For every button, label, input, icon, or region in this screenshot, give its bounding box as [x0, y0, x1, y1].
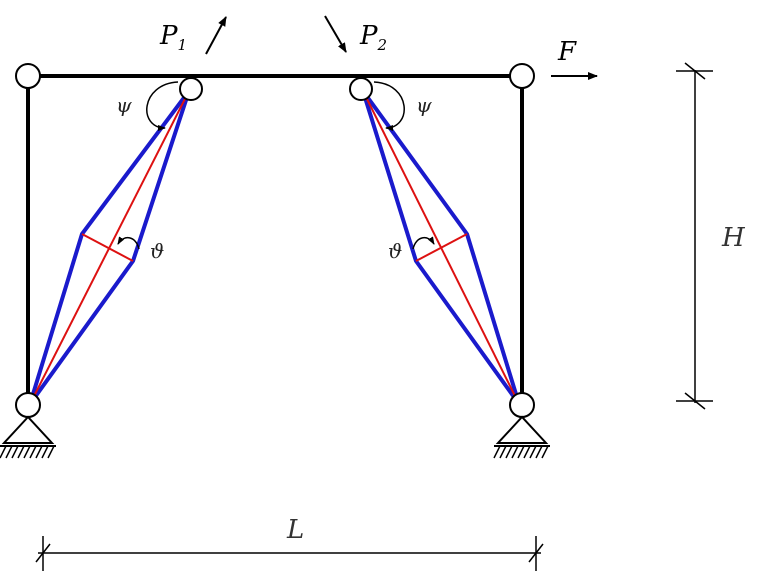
left-theta-label: ϑ	[150, 239, 164, 263]
f-label: F	[557, 37, 577, 67]
right-psi-label: ψ	[416, 93, 432, 117]
hinge-beam-left	[179, 77, 203, 101]
right-psi-arc	[373, 81, 405, 131]
left-pinned-support	[0, 415, 56, 459]
right-rhombus-member	[361, 89, 521, 406]
left-support-triangle	[1, 415, 55, 444]
hinge-beam-right	[349, 77, 373, 101]
p2-subscript: 2	[377, 36, 388, 54]
right-theta-label: ϑ	[388, 239, 402, 263]
p1-arrow	[205, 16, 227, 55]
right-short-diagonal	[415, 233, 468, 262]
left-ground-hatch	[0, 445, 55, 459]
left-psi-label: ψ	[116, 93, 132, 117]
right-pinned-support	[493, 415, 550, 459]
dimension-l	[35, 536, 544, 571]
right-ground-hatch	[493, 445, 549, 459]
hinge-top-right	[509, 63, 535, 89]
left-theta-arc	[117, 236, 140, 250]
left-rhombus-member	[28, 89, 191, 406]
dimension-h	[676, 62, 713, 410]
p2-label: P2	[359, 21, 387, 54]
right-support-triangle	[495, 415, 549, 444]
left-short-diagonal	[81, 233, 134, 262]
hinge-base-left	[15, 392, 41, 418]
left-psi-arc	[146, 81, 179, 131]
hinge-base-right	[509, 392, 535, 418]
p2-arrow	[324, 15, 347, 53]
hinge-top-left	[15, 63, 41, 89]
l-label: L	[286, 515, 304, 545]
right-theta-arc	[412, 236, 435, 250]
hinges	[15, 63, 535, 418]
h-label: H	[721, 223, 746, 253]
p1-subscript: 1	[178, 36, 188, 54]
p1-label: P1	[159, 21, 187, 54]
frame	[26, 74, 524, 405]
